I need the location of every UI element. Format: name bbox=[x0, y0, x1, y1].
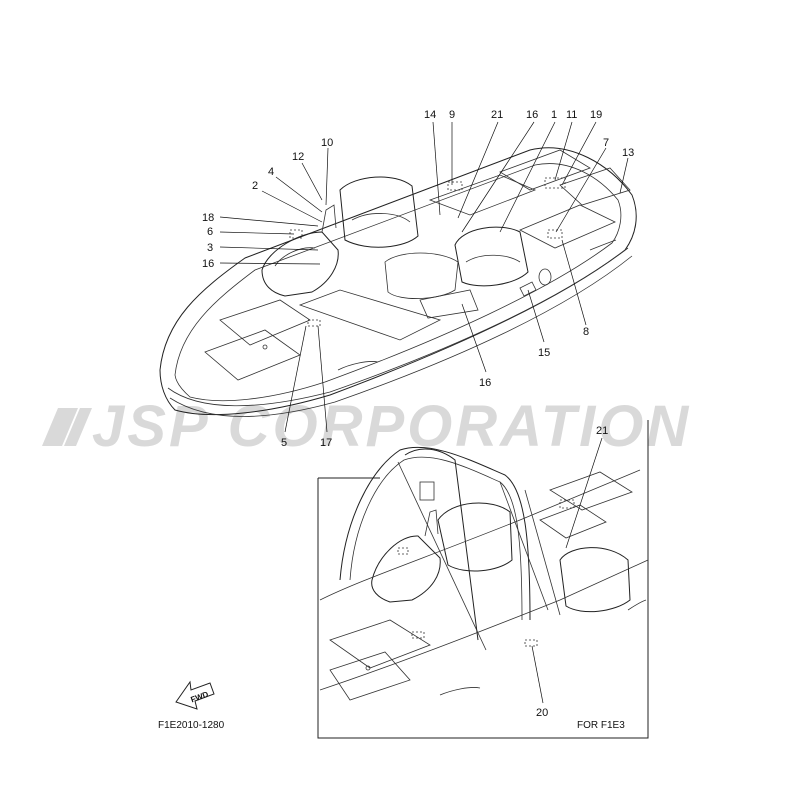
callout-5: 5 bbox=[281, 437, 287, 449]
main-boat-drawing bbox=[159, 147, 637, 417]
callout-16: 16 bbox=[479, 377, 491, 389]
callout-21: 21 bbox=[491, 109, 503, 121]
callout-9: 9 bbox=[449, 109, 455, 121]
watermark-slash-logo bbox=[42, 408, 92, 446]
inset-callout-21: 21 bbox=[596, 425, 608, 437]
watermark: JSP CORPORATION bbox=[92, 394, 691, 459]
callout-19: 19 bbox=[590, 109, 602, 121]
callout-7: 7 bbox=[603, 137, 609, 149]
callout-4: 4 bbox=[268, 166, 274, 178]
fwd-label: FWD bbox=[189, 690, 209, 705]
inset-callout-20: 20 bbox=[536, 707, 548, 719]
inset-callouts: 21 20 FOR F1E3 bbox=[536, 425, 625, 731]
callout-2: 2 bbox=[252, 180, 258, 192]
inset-frame bbox=[317, 420, 649, 739]
inset-boat-drawing bbox=[319, 446, 649, 701]
callout-16: 16 bbox=[202, 258, 214, 270]
callout-16: 16 bbox=[526, 109, 538, 121]
callout-3: 3 bbox=[207, 242, 213, 254]
inset-caption: FOR F1E3 bbox=[577, 720, 625, 731]
callout-6: 6 bbox=[207, 226, 213, 238]
callout-18: 18 bbox=[202, 212, 214, 224]
callout-14: 14 bbox=[424, 109, 436, 121]
callout-11: 11 bbox=[566, 109, 577, 121]
callout-12: 12 bbox=[292, 151, 304, 163]
figure-code: F1E2010-1280 bbox=[158, 720, 225, 731]
callout-10: 10 bbox=[321, 137, 333, 149]
callout-1: 1 bbox=[551, 109, 557, 121]
callout-15: 15 bbox=[538, 347, 550, 359]
inset-leader-lines bbox=[531, 437, 603, 704]
main-leader-lines bbox=[219, 121, 629, 433]
callout-17: 17 bbox=[320, 437, 332, 449]
callout-8: 8 bbox=[583, 326, 589, 338]
main-callouts: 14 9 21 16 1 11 19 10 12 7 13 4 2 18 6 3… bbox=[202, 109, 634, 449]
callout-13: 13 bbox=[622, 147, 634, 159]
fwd-arrow-icon: FWD bbox=[175, 680, 215, 710]
